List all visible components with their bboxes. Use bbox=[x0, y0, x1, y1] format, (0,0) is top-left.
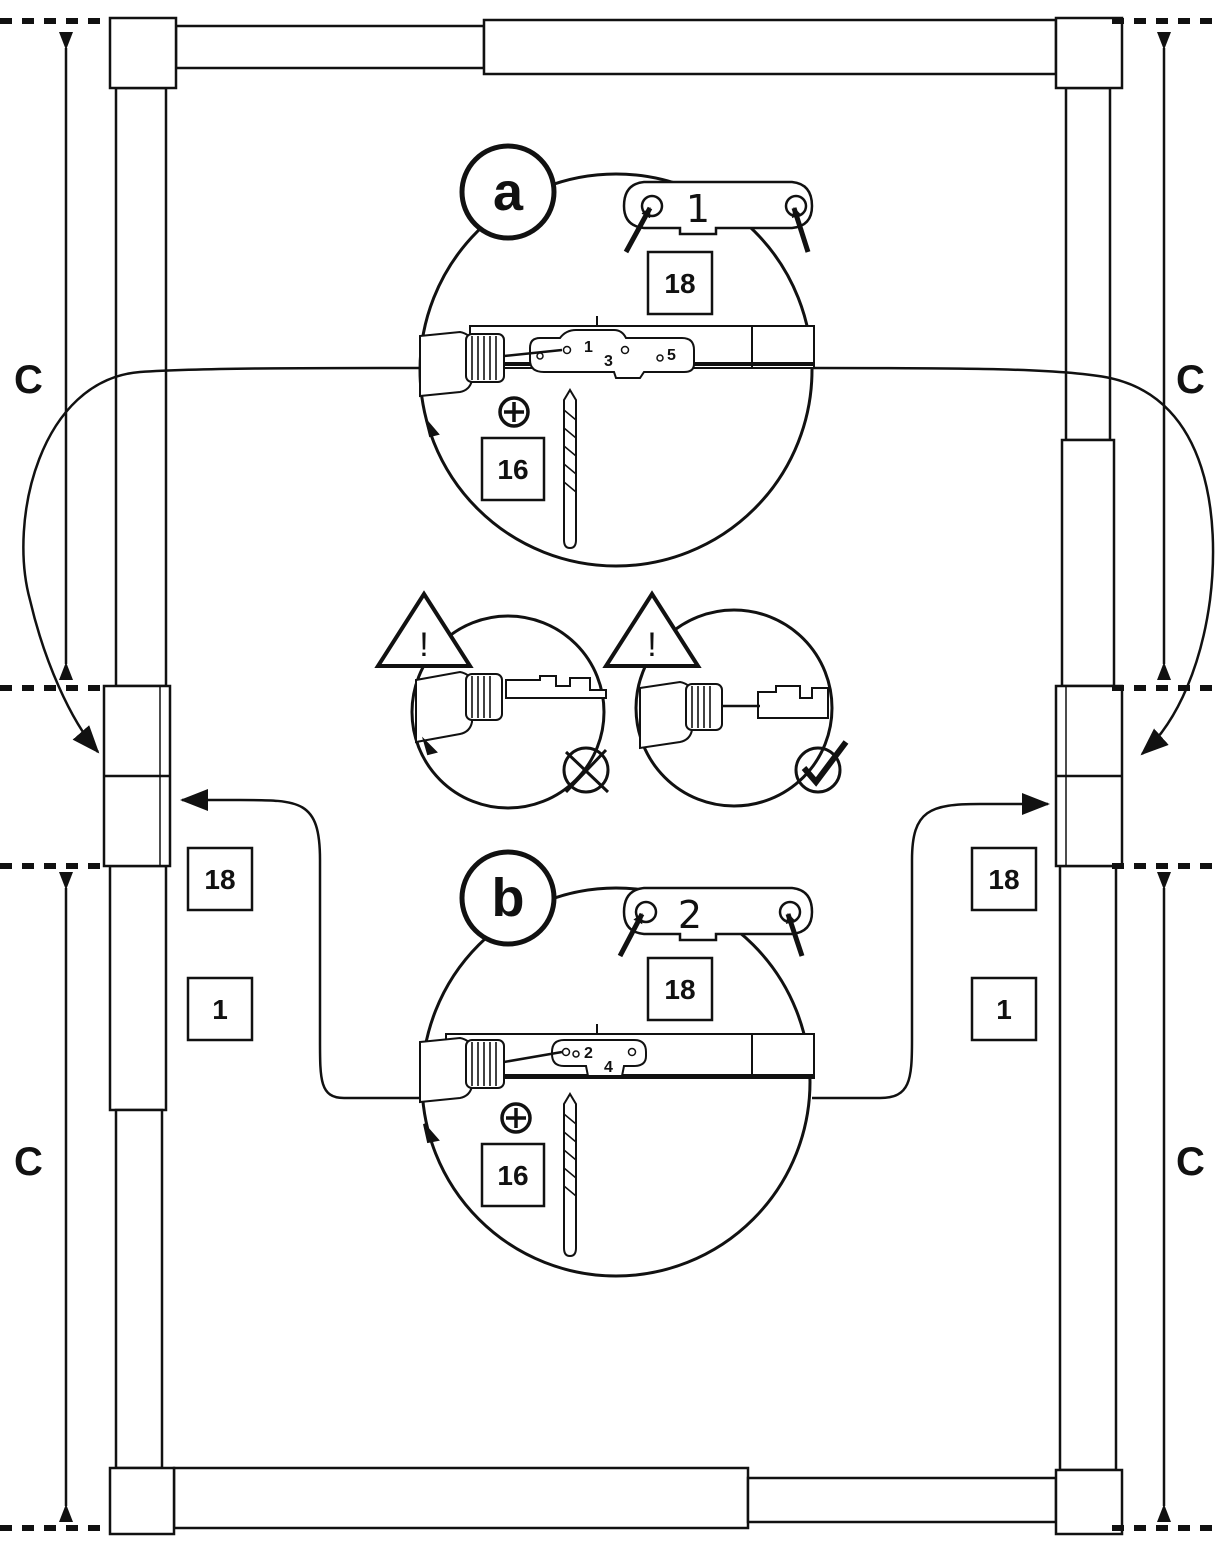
part-box-screw-b bbox=[646, 956, 714, 1022]
warning-triangle-icon: ! bbox=[602, 590, 702, 668]
check-circle-icon bbox=[794, 740, 849, 794]
frame-right-post bbox=[1058, 86, 1118, 1472]
screw-size-b: 18 bbox=[664, 974, 695, 1005]
right-screw-label: 18 bbox=[988, 864, 1019, 895]
drill-bit-size-a: 16 bbox=[497, 454, 528, 485]
detail-label-b: b bbox=[492, 868, 525, 928]
hole-number-a-3: 3 bbox=[604, 353, 613, 370]
phillips-screw-icon bbox=[500, 1102, 532, 1134]
drill-icon bbox=[419, 330, 563, 438]
detail-a: 1 3 5 16 bbox=[418, 143, 815, 568]
frame-left-post bbox=[108, 86, 168, 1470]
drill-icon bbox=[419, 1036, 563, 1144]
corner-block-top-left bbox=[108, 16, 178, 90]
detail-b: 2 4 16 bbox=[419, 849, 815, 1278]
right-part-label: 1 bbox=[996, 994, 1012, 1025]
hole-number-b-2: 2 bbox=[584, 1045, 593, 1062]
hole-number-a-1: 1 bbox=[584, 339, 593, 356]
hole-number-b-4: 4 bbox=[604, 1059, 613, 1076]
warning-triangle-icon: ! bbox=[374, 590, 474, 668]
warning-wrong-detail: ! bbox=[374, 590, 610, 810]
drill-bit-icon bbox=[563, 388, 577, 550]
cross-circle-icon bbox=[562, 746, 610, 794]
drill-bit-size-b: 16 bbox=[497, 1160, 528, 1191]
connector-left bbox=[102, 684, 172, 868]
reference-lines bbox=[0, 18, 1218, 1531]
corner-block-bottom-right bbox=[1054, 1468, 1124, 1536]
frame-bottom-rail bbox=[172, 1466, 1058, 1530]
frame-top-rail bbox=[174, 18, 1058, 76]
hole-number-a-5: 5 bbox=[667, 347, 676, 364]
dimension-arrows bbox=[59, 31, 1171, 1522]
dimension-label-left-bottom: C bbox=[14, 1140, 43, 1184]
leader-arrows bbox=[22, 366, 1215, 1100]
screw-size-a: 18 bbox=[664, 268, 695, 299]
bracket-2: 2 bbox=[617, 886, 814, 958]
corner-block-bottom-left bbox=[108, 1466, 176, 1536]
dimension-label-right-top: C bbox=[1176, 358, 1205, 402]
left-part-labels: 18 1 bbox=[186, 846, 254, 1042]
part-box-screw-a bbox=[646, 250, 714, 316]
detail-label-a: a bbox=[493, 162, 524, 222]
warning-right-detail: ! bbox=[602, 590, 849, 808]
bracket-number-a: 1 bbox=[686, 187, 710, 231]
warning-mark: ! bbox=[647, 626, 656, 664]
corner-block-top-right bbox=[1054, 16, 1124, 90]
part-box-drill-bit-a bbox=[480, 436, 546, 502]
phillips-screw-icon bbox=[498, 396, 530, 428]
bracket-1: 1 bbox=[622, 180, 814, 254]
dimension-label-left-top: C bbox=[14, 358, 43, 402]
bracket-number-b: 2 bbox=[678, 893, 702, 937]
left-part-label: 1 bbox=[212, 994, 228, 1025]
right-part-labels: 18 1 bbox=[970, 846, 1038, 1042]
left-screw-label: 18 bbox=[204, 864, 235, 895]
part-box-drill-bit-b bbox=[480, 1142, 546, 1208]
connector-right bbox=[1054, 684, 1124, 868]
warning-mark: ! bbox=[419, 626, 428, 664]
dimension-label-right-bottom: C bbox=[1176, 1140, 1205, 1184]
drill-bit-icon bbox=[563, 1092, 577, 1258]
